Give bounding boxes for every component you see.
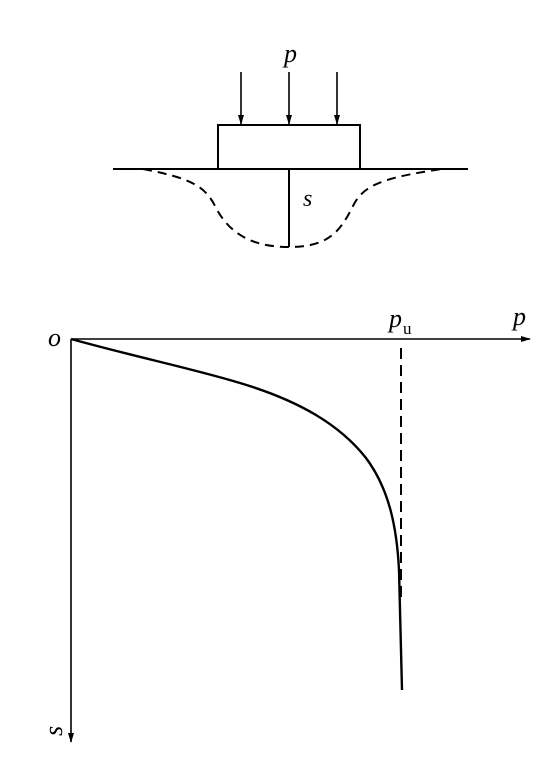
ultimate-load-subscript: u — [403, 319, 412, 338]
footing-schematic: p s — [113, 39, 468, 249]
y-axis-label: s — [39, 726, 68, 736]
ultimate-load-label: p — [387, 304, 402, 333]
settlement-trough-curve — [142, 168, 443, 249]
settlement-label: s — [303, 186, 312, 212]
load-settlement-curve — [70, 337, 404, 691]
load-settlement-curve-figure: o p s p u — [39, 302, 531, 743]
load-label: p — [282, 39, 297, 68]
footing-block — [217, 124, 361, 170]
x-axis-label: p — [511, 302, 526, 331]
origin-label: o — [48, 323, 61, 352]
